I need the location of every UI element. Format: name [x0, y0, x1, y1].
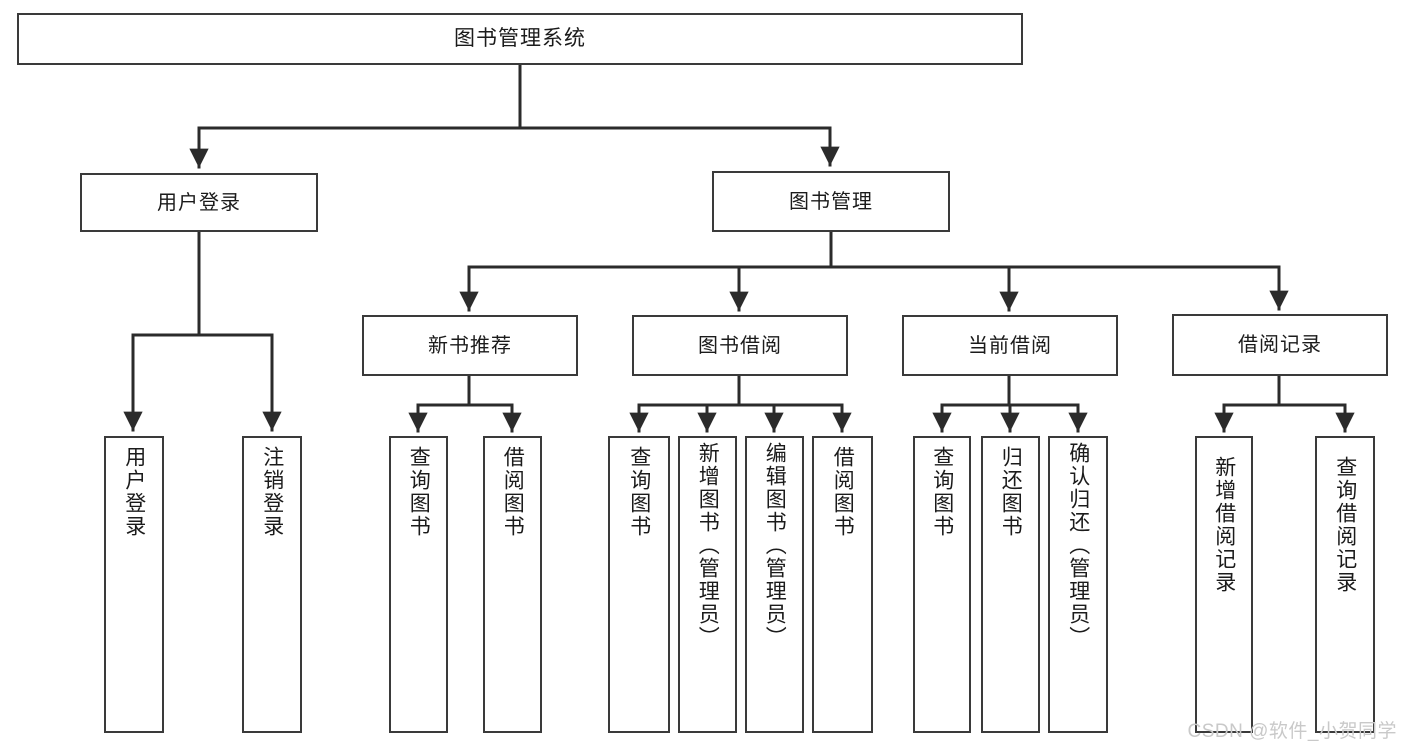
node-leaf-add-book-label: 新增图书（管理员） — [696, 442, 720, 649]
node-book-management-label: 图书管理 — [789, 190, 873, 213]
node-leaf-query-book-1-label: 查询图书 — [407, 446, 431, 538]
node-leaf-query-book-3-label: 查询图书 — [930, 446, 954, 538]
node-leaf-query-book-2[interactable]: 查询图书 — [608, 436, 670, 733]
node-leaf-confirm-return-label: 确认归还（管理员） — [1066, 442, 1090, 649]
node-leaf-logout-label: 注销登录 — [260, 446, 284, 538]
node-borrow-record[interactable]: 借阅记录 — [1172, 314, 1388, 376]
node-user-login[interactable]: 用户登录 — [80, 173, 318, 232]
node-leaf-add-record-label: 新增借阅记录 — [1212, 456, 1236, 594]
csdn-watermark: CSDN @软件_小贺同学 — [1187, 721, 1397, 742]
node-leaf-query-book-1[interactable]: 查询图书 — [389, 436, 448, 733]
node-leaf-confirm-return[interactable]: 确认归还（管理员） — [1048, 436, 1108, 733]
node-leaf-borrow-book-2-label: 借阅图书 — [831, 446, 855, 538]
node-leaf-edit-book-label: 编辑图书（管理员） — [763, 442, 787, 649]
node-book-borrow-label: 图书借阅 — [698, 334, 782, 357]
node-leaf-add-book[interactable]: 新增图书（管理员） — [678, 436, 737, 733]
node-leaf-user-login-label: 用户登录 — [122, 446, 146, 538]
node-leaf-edit-book[interactable]: 编辑图书（管理员） — [745, 436, 804, 733]
node-book-management[interactable]: 图书管理 — [712, 171, 950, 232]
node-leaf-user-login[interactable]: 用户登录 — [104, 436, 164, 733]
node-leaf-return-book[interactable]: 归还图书 — [981, 436, 1040, 733]
node-leaf-borrow-book-1-label: 借阅图书 — [501, 446, 525, 538]
node-leaf-borrow-book-1[interactable]: 借阅图书 — [483, 436, 542, 733]
node-current-borrow-label: 当前借阅 — [968, 334, 1052, 357]
node-leaf-query-record-label: 查询借阅记录 — [1333, 456, 1357, 594]
node-leaf-return-book-label: 归还图书 — [999, 446, 1023, 538]
node-leaf-query-book-3[interactable]: 查询图书 — [913, 436, 971, 733]
node-borrow-record-label: 借阅记录 — [1238, 334, 1322, 356]
node-leaf-query-book-2-label: 查询图书 — [627, 446, 651, 538]
node-user-login-label: 用户登录 — [157, 191, 241, 214]
node-current-borrow[interactable]: 当前借阅 — [902, 315, 1118, 376]
node-leaf-query-record[interactable]: 查询借阅记录 — [1315, 436, 1375, 733]
node-new-book-recommend-label: 新书推荐 — [428, 334, 512, 357]
node-leaf-logout[interactable]: 注销登录 — [242, 436, 302, 733]
node-new-book-recommend[interactable]: 新书推荐 — [362, 315, 578, 376]
node-leaf-add-record[interactable]: 新增借阅记录 — [1195, 436, 1253, 733]
node-leaf-borrow-book-2[interactable]: 借阅图书 — [812, 436, 873, 733]
node-root[interactable]: 图书管理系统 — [17, 13, 1023, 65]
node-root-label: 图书管理系统 — [454, 27, 586, 51]
node-book-borrow[interactable]: 图书借阅 — [632, 315, 848, 376]
